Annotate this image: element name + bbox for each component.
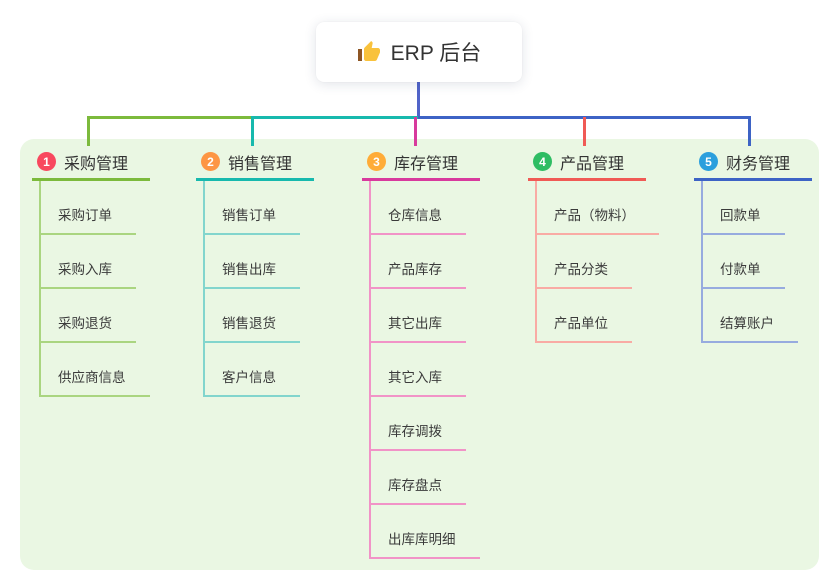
child-node[interactable]: 库存调拨 (371, 397, 480, 451)
child-node-label: 产品（物料） (537, 204, 659, 235)
child-node-label: 产品库存 (371, 258, 466, 289)
child-node-label: 客户信息 (205, 366, 300, 397)
connector-branch-3-drop (414, 117, 417, 146)
branch-label: 采购管理 (64, 155, 129, 173)
child-node-label: 其它出库 (371, 312, 466, 343)
child-node-label: 销售订单 (205, 204, 300, 235)
child-node-label: 库存盘点 (371, 474, 466, 505)
child-node-label: 回款单 (703, 204, 785, 235)
branch-header[interactable]: 4 产品管理 (528, 145, 646, 181)
child-node[interactable]: 库存盘点 (371, 451, 480, 505)
child-node[interactable]: 供应商信息 (41, 343, 150, 397)
child-node-label: 采购退货 (41, 312, 136, 343)
child-node[interactable]: 产品单位 (537, 289, 646, 343)
root-connector-line (417, 82, 420, 118)
connector-branch-1-drop (87, 117, 90, 146)
branch-children: 仓库信息产品库存其它出库其它入库库存调拨库存盘点出库库明细 (369, 181, 480, 559)
branch-number-badge: 1 (37, 152, 56, 171)
branch-children: 采购订单采购入库采购退货供应商信息 (39, 181, 150, 397)
child-node-label: 其它入库 (371, 366, 466, 397)
child-node-label: 出库库明细 (371, 528, 480, 559)
branch-number-badge: 3 (367, 152, 386, 171)
branch-5: 5 财务管理 回款单付款单结算账户 (694, 145, 812, 343)
child-node[interactable]: 出库库明细 (371, 505, 480, 559)
branch-children: 销售订单销售出库销售退货客户信息 (203, 181, 314, 397)
branch-label: 财务管理 (726, 155, 791, 173)
connector-branch-4-drop (583, 117, 586, 146)
child-node-label: 采购入库 (41, 258, 136, 289)
child-node-label: 产品分类 (537, 258, 632, 289)
child-node-label: 采购订单 (41, 204, 136, 235)
child-node[interactable]: 采购订单 (41, 181, 150, 235)
connector-branch-1-horizontal (87, 116, 253, 119)
child-node[interactable]: 付款单 (703, 235, 812, 289)
child-node-label: 产品单位 (537, 312, 632, 343)
child-node[interactable]: 采购入库 (41, 235, 150, 289)
branch-header[interactable]: 3 库存管理 (362, 145, 480, 181)
branch-number-badge: 4 (533, 152, 552, 171)
branch-header[interactable]: 1 采购管理 (32, 145, 150, 181)
branch-1: 1 采购管理 采购订单采购入库采购退货供应商信息 (32, 145, 150, 397)
thumbs-up-icon (357, 40, 381, 64)
child-node[interactable]: 其它入库 (371, 343, 480, 397)
root-node[interactable]: ERP 后台 (316, 22, 522, 82)
connector-branch-5-drop (748, 117, 751, 146)
branch-children: 产品（物料） 产品分类产品单位 (535, 181, 659, 343)
child-node-label: 供应商信息 (41, 366, 150, 397)
branch-number-badge: 5 (699, 152, 718, 171)
branch-label: 库存管理 (394, 155, 459, 173)
child-node-label: 结算账户 (703, 312, 798, 343)
child-node-label: 销售出库 (205, 258, 300, 289)
child-node[interactable]: 客户信息 (205, 343, 314, 397)
connector-branch-2-horizontal (251, 116, 419, 119)
branch-header[interactable]: 2 销售管理 (196, 145, 314, 181)
child-node-label: 付款单 (703, 258, 785, 289)
child-node[interactable]: 销售出库 (205, 235, 314, 289)
child-node[interactable]: 回款单 (703, 181, 812, 235)
child-node[interactable]: 产品分类 (537, 235, 646, 289)
branch-children: 回款单付款单结算账户 (701, 181, 812, 343)
branch-header[interactable]: 5 财务管理 (694, 145, 812, 181)
child-node[interactable]: 其它出库 (371, 289, 480, 343)
child-node[interactable]: 销售订单 (205, 181, 314, 235)
child-node-label: 仓库信息 (371, 204, 466, 235)
child-node[interactable]: 结算账户 (703, 289, 812, 343)
branch-2: 2 销售管理 销售订单销售出库销售退货客户信息 (196, 145, 314, 397)
child-node[interactable]: 采购退货 (41, 289, 150, 343)
child-node[interactable]: 产品（物料） (537, 181, 659, 235)
connector-branch-2-drop (251, 117, 254, 146)
branch-label: 产品管理 (560, 155, 625, 173)
child-node-label: 库存调拨 (371, 420, 466, 451)
root-label: ERP 后台 (390, 42, 482, 65)
child-node[interactable]: 销售退货 (205, 289, 314, 343)
branch-3: 3 库存管理 仓库信息产品库存其它出库其它入库库存调拨库存盘点出库库明细 (362, 145, 480, 559)
branch-number-badge: 2 (201, 152, 220, 171)
branch-4: 4 产品管理 产品（物料） 产品分类产品单位 (528, 145, 659, 343)
child-node[interactable]: 产品库存 (371, 235, 480, 289)
mindmap-panel (20, 139, 819, 570)
branch-label: 销售管理 (228, 155, 293, 173)
child-node-label: 销售退货 (205, 312, 300, 343)
child-node[interactable]: 仓库信息 (371, 181, 480, 235)
